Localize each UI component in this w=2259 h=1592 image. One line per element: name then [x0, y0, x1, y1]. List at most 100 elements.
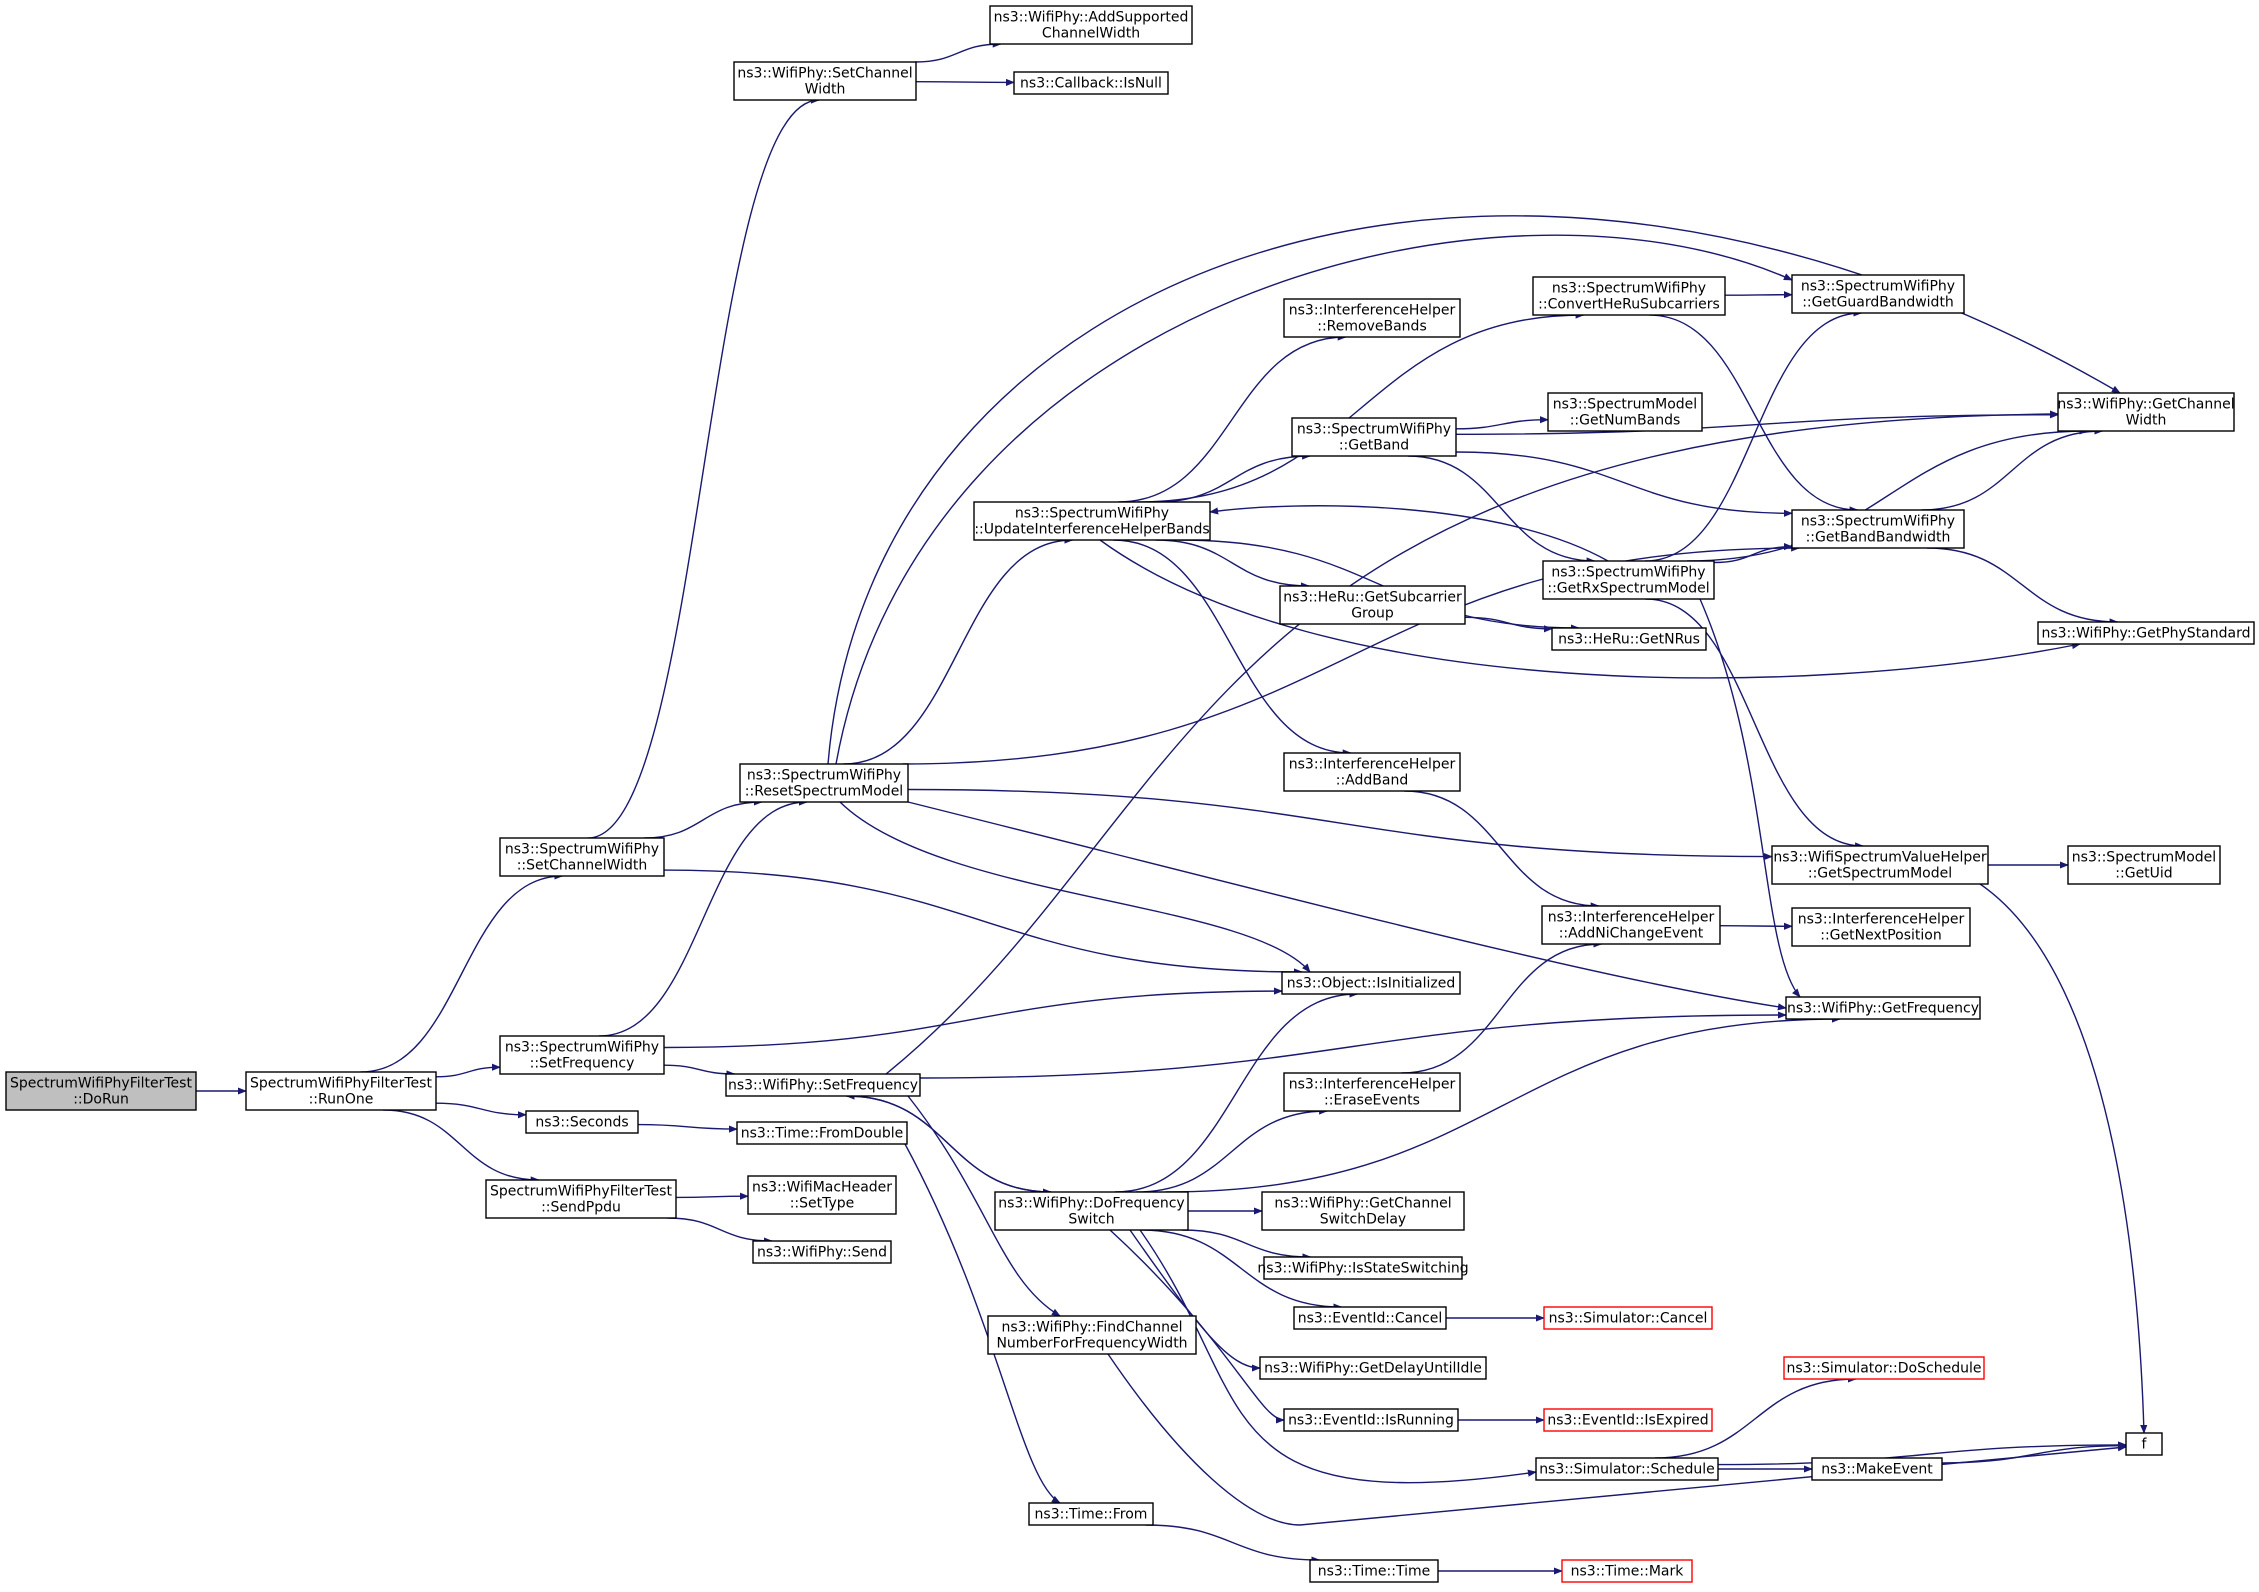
graph-node-fromdouble[interactable]: ns3::Time::FromDouble [736, 1121, 908, 1145]
call-edge-convheru-to-getguard [1724, 291, 1793, 299]
graph-node-getnextpos[interactable]: ns3::InterferenceHelper::GetNextPosition [1791, 907, 1971, 947]
graph-node-getbandbw[interactable]: ns3::SpectrumWifiPhy::GetBandBandwidth [1791, 509, 1965, 549]
graph-node-sp-setfreq[interactable]: ns3::SpectrumWifiPhy::SetFrequency [499, 1035, 665, 1075]
graph-node-runone[interactable]: SpectrumWifiPhyFilterTest::RunOne [245, 1071, 437, 1111]
graph-node-timefrom[interactable]: ns3::Time::From [1028, 1502, 1154, 1526]
graph-node-isstatesw[interactable]: ns3::WifiPhy::IsStateSwitching [1257, 1256, 1469, 1280]
node-box [1783, 1356, 1985, 1380]
node-label: ::AddNiChangeEvent [1559, 926, 1704, 942]
graph-node-getdelay[interactable]: ns3::WifiPhy::GetDelayUntilIdle [1259, 1356, 1487, 1380]
node-box [1771, 845, 1989, 885]
node-label: ::ConvertHeRuSubcarriers [1538, 297, 1720, 313]
graph-node-timetime[interactable]: ns3::Time::Time [1309, 1559, 1439, 1583]
graph-node-addband[interactable]: ns3::InterferenceHelper::AddBand [1283, 752, 1461, 792]
node-box [1791, 274, 1965, 314]
call-edge-runone-to-sendppdu [383, 1109, 540, 1184]
node-box [1279, 585, 1466, 625]
graph-node-eraseev[interactable]: ns3::InterferenceHelper::EraseEvents [1283, 1072, 1461, 1112]
graph-node-isnull[interactable]: ns3::Callback::IsNull [1013, 71, 1169, 95]
graph-node-getfreq[interactable]: ns3::WifiPhy::GetFrequency [1785, 996, 1981, 1020]
graph-node-getband[interactable]: ns3::SpectrumWifiPhy::GetBand [1291, 417, 1457, 457]
node-box [1547, 392, 1703, 432]
call-edge-getrxsm-to-getbandbw [1713, 543, 1793, 564]
call-edge-resetsm-to-getchw [827, 215, 2121, 765]
graph-node-wp-setfreq[interactable]: ns3::WifiPhy::SetFrequency [725, 1073, 921, 1097]
graph-node-evrunning[interactable]: ns3::EventId::IsRunning [1283, 1408, 1459, 1432]
node-label: ns3::MakeEvent [1821, 1462, 1933, 1478]
graph-node-settype[interactable]: ns3::WifiMacHeader::SetType [747, 1175, 897, 1215]
graph-node-getuid[interactable]: ns3::SpectrumModel::GetUid [2067, 845, 2221, 885]
node-box [1543, 1408, 1713, 1432]
node-box [1259, 1356, 1487, 1380]
graph-node-f[interactable]: f [2125, 1432, 2163, 1456]
graph-node-evcancel[interactable]: ns3::EventId::Cancel [1293, 1306, 1447, 1330]
graph-node-seconds[interactable]: ns3::Seconds [525, 1110, 639, 1134]
graph-node-simcancel[interactable]: ns3::Simulator::Cancel [1543, 1306, 1713, 1330]
graph-node-getnrus[interactable]: ns3::HeRu::GetNRus [1551, 627, 1707, 651]
graph-node-getrxsm[interactable]: ns3::SpectrumWifiPhy::GetRxSpectrumModel [1542, 560, 1715, 600]
node-box [994, 1191, 1189, 1231]
call-edge-timefrom-to-timetime [1145, 1524, 1321, 1564]
graph-node-wsvh-getsm[interactable]: ns3::WifiSpectrumValueHelper::GetSpectru… [1771, 845, 1989, 885]
node-box [989, 5, 1193, 45]
node-label: ns3::Simulator::Schedule [1539, 1462, 1715, 1478]
node-label: SwitchDelay [1320, 1212, 1406, 1228]
node-label: ns3::Time::Time [1318, 1564, 1430, 1580]
call-edge-runone-to-sp_setchw [360, 872, 564, 1073]
node-box [245, 1071, 437, 1111]
call-edge-dofreqsw-to-wp_setfreq [845, 1092, 1052, 1193]
graph-node-getnumbands[interactable]: ns3::SpectrumModel::GetNumBands [1547, 392, 1703, 432]
node-label: ns3::Time::FromDouble [741, 1126, 904, 1142]
node-label: ::GetNextPosition [1820, 928, 1942, 944]
graph-node-evexpired[interactable]: ns3::EventId::IsExpired [1543, 1408, 1713, 1432]
graph-node-findch[interactable]: ns3::WifiPhy::FindChannelNumberForFreque… [987, 1315, 1197, 1355]
graph-node-send[interactable]: ns3::WifiPhy::Send [752, 1240, 892, 1264]
graph-node-wp-setchw[interactable]: ns3::WifiPhy::SetChannelWidth [733, 61, 917, 101]
node-label: ns3::InterferenceHelper [1798, 912, 1965, 928]
node-label: ns3::WifiPhy::IsStateSwitching [1257, 1261, 1468, 1277]
graph-node-addnichange[interactable]: ns3::InterferenceHelper::AddNiChangeEven… [1541, 905, 1721, 945]
node-label: ns3::WifiPhy::GetDelayUntilIdle [1264, 1361, 1482, 1377]
node-label: ns3::HeRu::GetSubcarrier [1283, 590, 1462, 606]
graph-node-convheru[interactable]: ns3::SpectrumWifiPhy::ConvertHeRuSubcarr… [1532, 276, 1726, 316]
node-box [1283, 298, 1461, 338]
node-label: Group [1351, 606, 1394, 622]
node-label: ::EraseEvents [1324, 1093, 1420, 1109]
graph-node-isinit[interactable]: ns3::Object::IsInitialized [1281, 971, 1461, 995]
call-edge-getrxsm-to-getfreq [1699, 598, 1801, 998]
call-edge-uihb-to-getphystd [1099, 539, 2081, 679]
node-box [739, 763, 909, 803]
graph-node-uihb[interactable]: ns3::SpectrumWifiPhy::UpdateInterference… [973, 501, 1211, 541]
call-edge-sendppdu-to-settype [675, 1192, 749, 1200]
call-edge-wp_setchw-to-addsupp [915, 40, 1002, 63]
graph-node-doschedule[interactable]: ns3::Simulator::DoSchedule [1783, 1356, 1985, 1380]
graph-node-timemark[interactable]: ns3::Time::Mark [1561, 1559, 1693, 1583]
call-edge-sp_setfreq-to-resetsm [598, 798, 808, 1037]
call-edge-uihb-to-getnrus [1178, 539, 1580, 632]
node-label: ns3::Time::From [1035, 1507, 1148, 1523]
graph-node-sendppdu[interactable]: SpectrumWifiPhyFilterTest::SendPpdu [485, 1179, 677, 1219]
node-label: ns3::SpectrumWifiPhy [747, 768, 901, 784]
graph-node-makeevent[interactable]: ns3::MakeEvent [1811, 1457, 1943, 1481]
graph-node-simschedule[interactable]: ns3::Simulator::Schedule [1535, 1457, 1719, 1481]
node-box [1261, 1191, 1465, 1231]
graph-node-removebands[interactable]: ns3::InterferenceHelper::RemoveBands [1283, 298, 1461, 338]
graph-node-resetsm[interactable]: ns3::SpectrumWifiPhy::ResetSpectrumModel [739, 763, 909, 803]
graph-node-dorun[interactable]: SpectrumWifiPhyFilterTest::DoRun [5, 1071, 197, 1111]
graph-node-sp-setchw[interactable]: ns3::SpectrumWifiPhy::SetChannelWidth [499, 837, 665, 877]
node-label: ns3::WifiPhy::SetFrequency [728, 1078, 918, 1094]
node-label: ns3::SpectrumModel [1553, 397, 1697, 413]
call-edge-addband-to-addnichange [1404, 790, 1600, 910]
node-label: ns3::InterferenceHelper [1289, 1077, 1456, 1093]
call-edge-fromdouble-to-timefrom [904, 1143, 1061, 1504]
graph-node-getguard[interactable]: ns3::SpectrumWifiPhy::GetGuardBandwidth [1791, 274, 1965, 314]
node-box [1791, 509, 1965, 549]
graph-node-getphystd[interactable]: ns3::WifiPhy::GetPhyStandard [2037, 621, 2255, 645]
node-box [725, 1073, 921, 1097]
node-label: ns3::Simulator::DoSchedule [1787, 1361, 1982, 1377]
